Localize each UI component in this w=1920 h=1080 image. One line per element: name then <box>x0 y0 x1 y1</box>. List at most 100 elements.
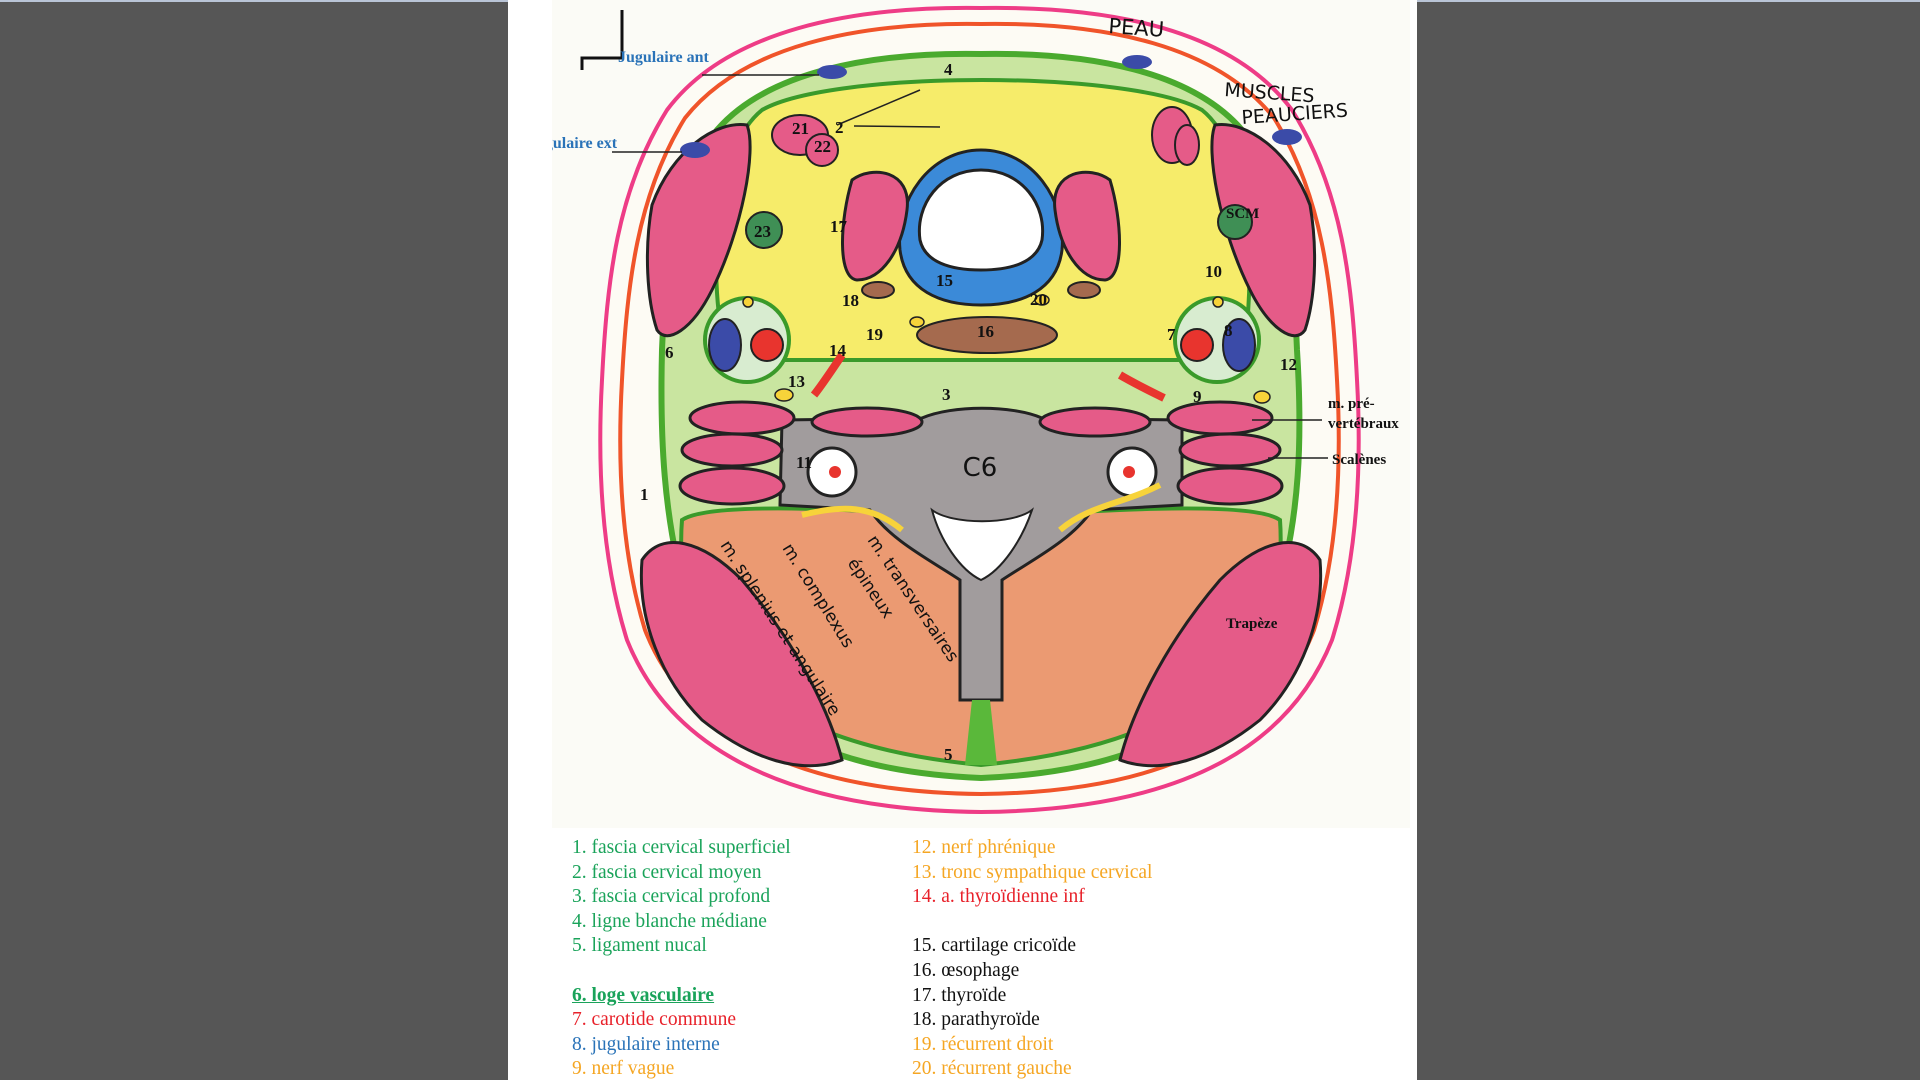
inferior-thyroid-artery-left <box>810 352 846 398</box>
legend-item-8: 8. jugulaire interne <box>572 1033 720 1055</box>
carotid-right <box>1180 328 1214 362</box>
muscle-right-2 <box>1174 124 1200 166</box>
num-3: 3 <box>942 385 951 404</box>
jugular-ant-vein-right <box>1122 55 1152 69</box>
scalene-right-2 <box>1178 432 1282 468</box>
legend-item-17: 17. thyroïde <box>912 984 1007 1006</box>
prevertebral-right <box>1038 406 1152 438</box>
vertebral-canal <box>930 507 1034 582</box>
trapezius-right <box>1118 541 1323 768</box>
label-jugulaire-ant: Jugulaire ant <box>618 49 710 66</box>
num-21: 21 <box>792 119 809 138</box>
num-10: 10 <box>1205 262 1222 281</box>
label-scalenes: Scalènes <box>1332 452 1386 468</box>
phrenic-nerve-right <box>1253 390 1271 404</box>
nuchal-ligament <box>965 700 997 765</box>
legend-item-9: 9. nerf vague <box>572 1058 675 1080</box>
pointer-2b <box>853 125 941 128</box>
num-19: 19 <box>866 325 883 344</box>
muscle-22 <box>805 133 839 167</box>
trapezius-left <box>639 541 844 768</box>
carotid-left <box>750 328 784 362</box>
scm-right <box>1210 122 1317 338</box>
sympathetic-trunk-left <box>774 388 794 402</box>
legend-item-5: 5. ligament nucal <box>572 935 707 957</box>
num-5: 5 <box>944 745 953 764</box>
label-trapeze: Trapèze <box>1226 616 1278 632</box>
num-18: 18 <box>842 291 859 310</box>
label-m-prevertebraux-2: vertébraux <box>1328 416 1399 432</box>
num-13: 13 <box>788 372 805 391</box>
num-12: 12 <box>1280 355 1297 374</box>
label-m-prevertebraux-1: m. pré- <box>1328 396 1375 412</box>
legend-item-14: 14. a. thyroïdienne inf <box>912 886 1085 908</box>
label-scm: SCM <box>1226 206 1259 222</box>
num-2: 2 <box>835 118 844 137</box>
vagus-nerve-right <box>1212 296 1224 308</box>
num-6: 6 <box>665 343 674 362</box>
legend-item-18: 18. parathyroïde <box>912 1009 1040 1031</box>
num-14: 14 <box>829 341 847 360</box>
scalene-right-1 <box>1166 400 1274 436</box>
legend-gap <box>572 959 791 984</box>
num-23: 23 <box>754 222 771 241</box>
legend-item-3: 3. fascia cervical profond <box>572 886 771 908</box>
legend-item-1: 1. fascia cervical superficiel <box>572 837 791 858</box>
airway <box>917 168 1045 272</box>
legend-item-6: 6. loge vasculaire <box>572 984 715 1006</box>
axis-glyph <box>580 10 624 70</box>
label-c6: C6 <box>963 453 998 483</box>
legend-left-column: 1. fascia cervical superficiel 2. fascia… <box>572 836 791 1080</box>
num-16: 16 <box>977 322 994 341</box>
arrow-right <box>1058 482 1162 533</box>
scalene-left-2 <box>680 432 784 468</box>
legend-item-15: 15. cartilage cricoïde <box>912 935 1077 957</box>
thyroid-left <box>841 170 909 282</box>
thyroid-right <box>1053 170 1121 282</box>
vertebral-artery-right <box>1123 466 1135 478</box>
vertebral-artery-left <box>829 466 841 478</box>
recurrent-right-nerve <box>909 316 925 328</box>
num-22: 22 <box>814 137 831 156</box>
legend-item-2: 2. fascia cervical moyen <box>572 861 762 883</box>
jugular-int-left <box>708 318 742 372</box>
num-9: 9 <box>1193 387 1202 406</box>
legend-item-12: 12. nerf phrénique <box>912 837 1056 858</box>
legend-item-16: 16. œsophage <box>912 959 1020 981</box>
scalene-left-3 <box>678 466 786 506</box>
jugular-ant-vein <box>817 65 847 79</box>
label-peau: PEAU <box>1108 14 1165 42</box>
jugular-int-right <box>1222 318 1256 372</box>
neck-cross-section-figure: PEAU MUSCLES PEAUCIERS C6 m. transversai… <box>552 0 1410 828</box>
jugular-ext-vein-right <box>1272 129 1302 145</box>
prevertebral-left <box>810 406 924 438</box>
num-11: 11 <box>796 453 812 472</box>
inferior-thyroid-artery-right <box>1117 371 1166 402</box>
num-17: 17 <box>830 217 848 236</box>
legend-gap-right <box>912 910 1152 935</box>
subcutaneous-outline <box>618 21 1341 797</box>
document-page: PEAU MUSCLES PEAUCIERS C6 m. transversai… <box>508 0 1417 1080</box>
legend-item-4: 4. ligne blanche médiane <box>572 910 767 932</box>
scm-left <box>645 122 752 338</box>
vagus-nerve-left <box>742 296 754 308</box>
pointer-2a <box>836 89 921 126</box>
anatomy-svg: PEAU MUSCLES PEAUCIERS C6 m. transversai… <box>552 5 1399 815</box>
num-7: 7 <box>1167 325 1176 344</box>
num-1: 1 <box>640 485 649 504</box>
num-4: 4 <box>944 60 953 79</box>
parathyroid-right <box>1067 281 1101 299</box>
jugular-ext-vein <box>680 142 710 158</box>
scalene-right-3 <box>1176 466 1284 506</box>
legend-item-19: 19. récurrent droit <box>912 1033 1054 1055</box>
num-8: 8 <box>1224 321 1233 340</box>
oesophagus <box>916 316 1058 354</box>
legend-item-20: 20. récurrent gauche <box>912 1058 1072 1080</box>
parathyroid-left <box>861 281 895 299</box>
arrow-left <box>801 505 904 533</box>
legend-item-7: 7. carotide commune <box>572 1009 737 1031</box>
label-jugulaire-ext: Jugulaire ext <box>552 135 618 152</box>
legend-item-13: 13. tronc sympathique cervical <box>912 861 1153 883</box>
num-15: 15 <box>936 271 953 290</box>
vessel-23 <box>745 211 783 249</box>
